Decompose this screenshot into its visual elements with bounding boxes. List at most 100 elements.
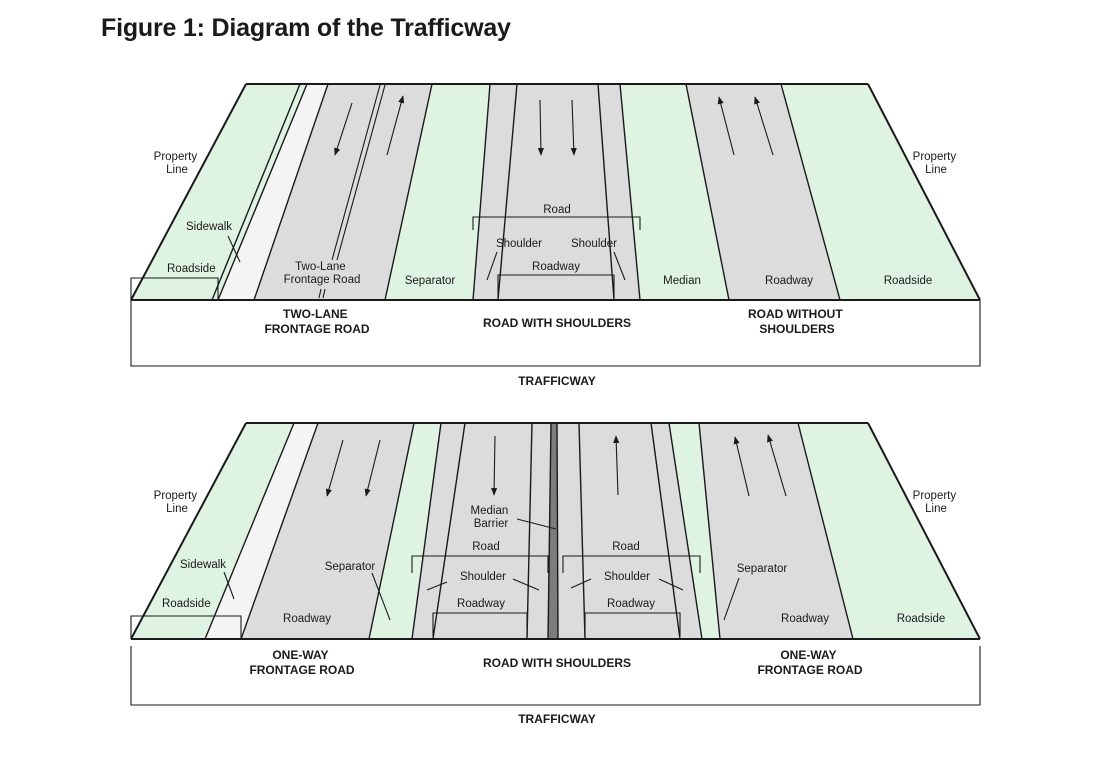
caption-trafficway: TRAFFICWAY	[518, 712, 596, 726]
road-right-strip	[579, 423, 680, 639]
leader-shoulder-right	[613, 251, 626, 281]
label-roadside-right: Roadside	[884, 275, 933, 287]
label-road: Road	[543, 204, 571, 216]
caption-two-lane-frontage-road: TWO-LANE FRONTAGE ROAD	[264, 307, 369, 336]
label-roadway-center-right: Roadway	[607, 598, 655, 610]
roadside-right-strip	[781, 84, 980, 300]
strip-edge-line	[650, 422, 681, 640]
roadside-left-strip	[131, 84, 300, 300]
leader-separator-left	[371, 572, 391, 621]
leader-shoulder-right-a	[570, 578, 592, 589]
leader-separator-right	[723, 577, 740, 621]
strip-edge-line	[384, 83, 433, 301]
arrow-down-shoulder-road-1	[537, 99, 544, 156]
caption-road-without-shoulders: ROAD WITHOUT SHOULDERS	[748, 307, 846, 336]
label-roadside-right: Roadside	[897, 613, 946, 625]
arrow-up-frontage-right-2	[767, 434, 787, 497]
label-sidewalk: Sidewalk	[186, 221, 232, 233]
bottom-section-frame: ONE-WAY FRONTAGE ROAD ROAD WITH SHOULDER…	[130, 646, 981, 726]
roadway-right-strip	[686, 84, 840, 300]
strip-edge-line	[411, 422, 442, 640]
label-road-left: Road	[472, 541, 500, 553]
arrow-down-frontage-1	[334, 102, 353, 156]
sidewalk-strip	[205, 423, 318, 639]
leader-sidewalk	[227, 235, 241, 263]
strip-edge-line	[619, 83, 641, 301]
strip-edge-line	[432, 422, 466, 640]
caption-one-way-frontage-road-right: ONE-WAY FRONTAGE ROAD	[757, 648, 862, 677]
strip-edge-line	[130, 83, 247, 301]
shoulder-inner-left-strip	[527, 423, 551, 639]
strip-edge-line	[597, 83, 615, 301]
leader-sidewalk	[223, 571, 235, 600]
label-sidewalk: Sidewalk	[180, 559, 226, 571]
frontage-road-strip	[254, 84, 432, 300]
road-center-strip	[498, 84, 614, 300]
strip-edge-line	[578, 422, 586, 640]
caption-road-with-shoulders: ROAD WITH SHOULDERS	[483, 656, 631, 670]
separator-right-strip	[669, 423, 720, 639]
trafficway-frame-bottom	[130, 646, 981, 706]
label-property-line-right: Property Line	[913, 490, 960, 515]
shoulder-right-strip	[598, 84, 640, 300]
shoulder-left-strip	[473, 84, 517, 300]
bottom-labels: Property Line Property Line Sidewalk Roa…	[154, 490, 960, 625]
label-property-line-right: Property Line	[913, 151, 960, 176]
roadside-right-strip	[798, 423, 980, 639]
roadside-edge-strip	[212, 84, 307, 300]
arrow-down-road-left	[491, 435, 498, 496]
strip-edge-line	[867, 83, 981, 301]
arrow-up-frontage-2	[386, 95, 405, 156]
bottom-brackets	[130, 518, 740, 639]
frontage-roadway-right-strip	[699, 423, 853, 639]
bracket-roadway-center-right	[584, 612, 681, 636]
strip-edge-line	[867, 422, 981, 640]
leader-shoulder-left	[486, 251, 498, 281]
bracket-road-left	[411, 555, 549, 573]
top-traffic-arrows	[318, 84, 774, 299]
bracket-road-right	[562, 555, 701, 573]
bracket-road	[472, 216, 641, 230]
strip-edge-line	[547, 422, 552, 640]
strip-edge-line	[698, 422, 721, 640]
leader-shoulder-left-b	[512, 578, 540, 591]
frontage-center-line-c	[318, 288, 322, 299]
strip-edge-line	[556, 422, 559, 640]
road-left-strip	[433, 423, 532, 639]
label-median-barrier: Median Barrier	[471, 505, 512, 530]
strip-edge-line	[130, 422, 247, 640]
leader-shoulder-right-b	[658, 578, 684, 591]
strip-edge-line	[211, 83, 301, 301]
label-roadway-center: Roadway	[532, 261, 580, 273]
strip-edge-line	[780, 83, 841, 301]
arrow-up-roadway-1	[717, 96, 735, 156]
label-road-right: Road	[612, 541, 640, 553]
label-shoulder-left: Shoulder	[460, 571, 506, 583]
top-road-strips	[130, 83, 981, 301]
label-separator-right: Separator	[737, 563, 788, 575]
bracket-roadway-center-left	[432, 612, 528, 636]
label-property-line-left: Property Line	[154, 151, 201, 176]
trafficway-frame-top	[130, 300, 981, 367]
leader-median-barrier	[516, 518, 557, 530]
figure-title: Figure 1: Diagram of the Trafficway	[101, 14, 511, 42]
strip-edge-line	[217, 83, 308, 301]
label-roadway-left: Roadway	[283, 613, 331, 625]
separator-strip	[385, 84, 490, 300]
top-section-frame: TWO-LANE FRONTAGE ROAD ROAD WITH SHOULDE…	[130, 300, 981, 388]
bracket-roadside-left	[130, 277, 219, 300]
arrow-down-shoulder-road-2	[570, 99, 577, 156]
bracket-roadside-left	[130, 615, 242, 639]
sidewalk-strip	[218, 84, 328, 300]
strip-edge-line	[472, 83, 491, 301]
label-shoulder-left: Shoulder	[496, 238, 542, 250]
bottom-road-strips	[130, 422, 981, 640]
strip-edge-line	[797, 422, 854, 640]
leader-shoulder-left-a	[426, 581, 448, 591]
caption-trafficway: TRAFFICWAY	[518, 374, 596, 388]
bottom-traffic-arrows	[325, 434, 787, 497]
label-shoulder-right: Shoulder	[604, 571, 650, 583]
label-roadside-left: Roadside	[167, 263, 216, 275]
strip-edge-line	[253, 83, 329, 301]
median-strip	[620, 84, 729, 300]
